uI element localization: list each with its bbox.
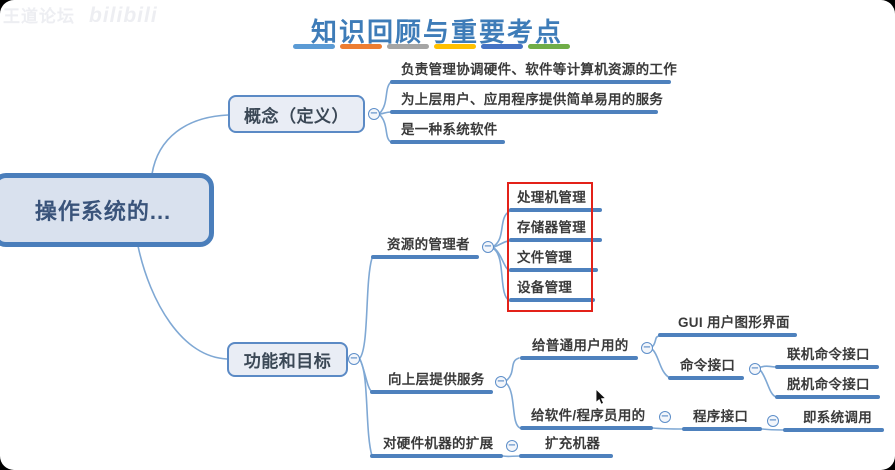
leaf-underline: [509, 208, 602, 212]
title-color-bars: [293, 44, 570, 49]
leaf-label: 给普通用户用的: [532, 338, 629, 353]
collapse-toggle-concept[interactable]: −: [368, 108, 380, 120]
minus-icon: −: [496, 376, 506, 387]
node-command-interface[interactable]: 命令接口: [668, 358, 744, 380]
title-color-bar: [340, 44, 382, 49]
title-color-bar: [387, 44, 429, 49]
collapse-toggle-hardware-extension[interactable]: −: [506, 440, 518, 452]
minus-icon: −: [768, 415, 778, 426]
collapse-toggle-programmer-user[interactable]: −: [659, 411, 671, 423]
title-color-bar: [293, 44, 335, 49]
node-resource-manager[interactable]: 资源的管理者: [371, 237, 479, 259]
leaf-label: 脱机命令接口: [787, 377, 870, 392]
node-device-management[interactable]: 设备管理: [509, 280, 595, 302]
leaf-label: 为上层用户、应用程序提供简单易用的服务: [401, 92, 664, 107]
collapse-toggle-functions[interactable]: −: [348, 353, 360, 365]
node-manage-resources[interactable]: 负责管理协调硬件、软件等计算机资源的工作: [390, 62, 677, 84]
page-title: 知识回顾与重要考点: [310, 17, 564, 47]
minus-icon: −: [483, 241, 493, 252]
leaf-underline: [509, 238, 602, 242]
node-concept-label: 概念（定义）: [244, 106, 349, 126]
node-concept[interactable]: 概念（定义）: [228, 95, 365, 133]
leaf-label: GUI 用户图形界面: [678, 315, 790, 330]
collapse-toggle-normal-user[interactable]: −: [641, 342, 653, 354]
node-program-interface[interactable]: 程序接口: [682, 409, 762, 431]
minus-icon: −: [642, 342, 652, 353]
leaf-label: 存储器管理: [517, 220, 586, 235]
leaf-label: 是一种系统软件: [401, 122, 498, 137]
node-online-command-interface[interactable]: 联机命令接口: [775, 347, 879, 369]
collapse-toggle-resource-manager[interactable]: −: [482, 241, 494, 253]
leaf-label: 给软件/程序员用的: [531, 408, 646, 423]
leaf-underline: [519, 454, 613, 458]
title-color-bar: [528, 44, 570, 49]
leaf-label: 资源的管理者: [387, 237, 470, 252]
leaf-label: 对硬件机器的扩展: [383, 436, 494, 451]
root-node[interactable]: 操作系统的...: [0, 173, 214, 247]
leaf-label: 联机命令接口: [787, 347, 870, 362]
node-programmer-user[interactable]: 给软件/程序员用的: [520, 408, 653, 430]
node-hardware-extension[interactable]: 对硬件机器的扩展: [370, 436, 503, 458]
leaf-label: 即系统调用: [803, 410, 872, 425]
title-color-bar: [434, 44, 476, 49]
leaf-label: 负责管理协调硬件、软件等计算机资源的工作: [401, 62, 677, 77]
leaf-label: 向上层提供服务: [388, 372, 485, 387]
leaf-underline: [520, 426, 653, 430]
node-file-management[interactable]: 文件管理: [509, 250, 598, 272]
minus-icon: −: [660, 411, 670, 422]
leaf-underline: [775, 395, 880, 399]
leaf-underline: [370, 454, 503, 458]
node-processor-management[interactable]: 处理机管理: [509, 190, 602, 212]
root-node-label: 操作系统的...: [34, 199, 172, 224]
leaf-underline: [783, 428, 884, 432]
leaf-label: 程序接口: [693, 409, 749, 424]
leaf-underline: [371, 255, 479, 259]
minus-icon: −: [750, 363, 760, 374]
node-upper-services[interactable]: 向上层提供服务: [370, 372, 493, 394]
leaf-label: 文件管理: [517, 250, 573, 265]
node-extended-machine[interactable]: 扩充机器: [519, 436, 613, 458]
minus-icon: −: [369, 108, 379, 119]
watermark: 王道论坛 bilibili: [3, 2, 158, 28]
node-functions-goals[interactable]: 功能和目标: [227, 342, 348, 377]
node-provide-services[interactable]: 为上层用户、应用程序提供简单易用的服务: [390, 92, 664, 114]
leaf-underline: [658, 333, 797, 337]
leaf-underline: [390, 110, 658, 114]
leaf-label: 处理机管理: [517, 190, 586, 205]
leaf-underline: [509, 298, 595, 302]
minus-icon: −: [507, 440, 517, 451]
bilibili-logo: bilibili: [89, 4, 158, 27]
leaf-underline: [682, 427, 762, 431]
leaf-underline: [509, 268, 598, 272]
leaf-underline: [390, 80, 671, 84]
node-system-software[interactable]: 是一种系统软件: [390, 122, 505, 144]
leaf-underline: [775, 365, 879, 369]
title-color-bar: [481, 44, 523, 49]
collapse-toggle-upper-services[interactable]: −: [495, 376, 507, 388]
minus-icon: −: [349, 353, 359, 364]
node-offline-command-interface[interactable]: 脱机命令接口: [775, 377, 880, 399]
leaf-label: 命令接口: [680, 358, 736, 373]
node-functions-goals-label: 功能和目标: [243, 352, 332, 371]
node-normal-user[interactable]: 给普通用户用的: [520, 338, 638, 360]
node-system-call[interactable]: 即系统调用: [783, 410, 884, 432]
leaf-underline: [390, 140, 505, 144]
leaf-label: 扩充机器: [545, 436, 601, 451]
watermark-site-logo: 王道论坛: [3, 7, 75, 26]
leaf-underline: [668, 376, 744, 380]
collapse-toggle-program-interface[interactable]: −: [767, 415, 779, 427]
leaf-underline: [520, 356, 638, 360]
collapse-toggle-command-interface[interactable]: −: [749, 363, 761, 375]
leaf-underline: [370, 390, 493, 394]
node-memory-management[interactable]: 存储器管理: [509, 220, 602, 242]
node-gui[interactable]: GUI 用户图形界面: [658, 315, 797, 337]
leaf-label: 设备管理: [517, 280, 573, 295]
